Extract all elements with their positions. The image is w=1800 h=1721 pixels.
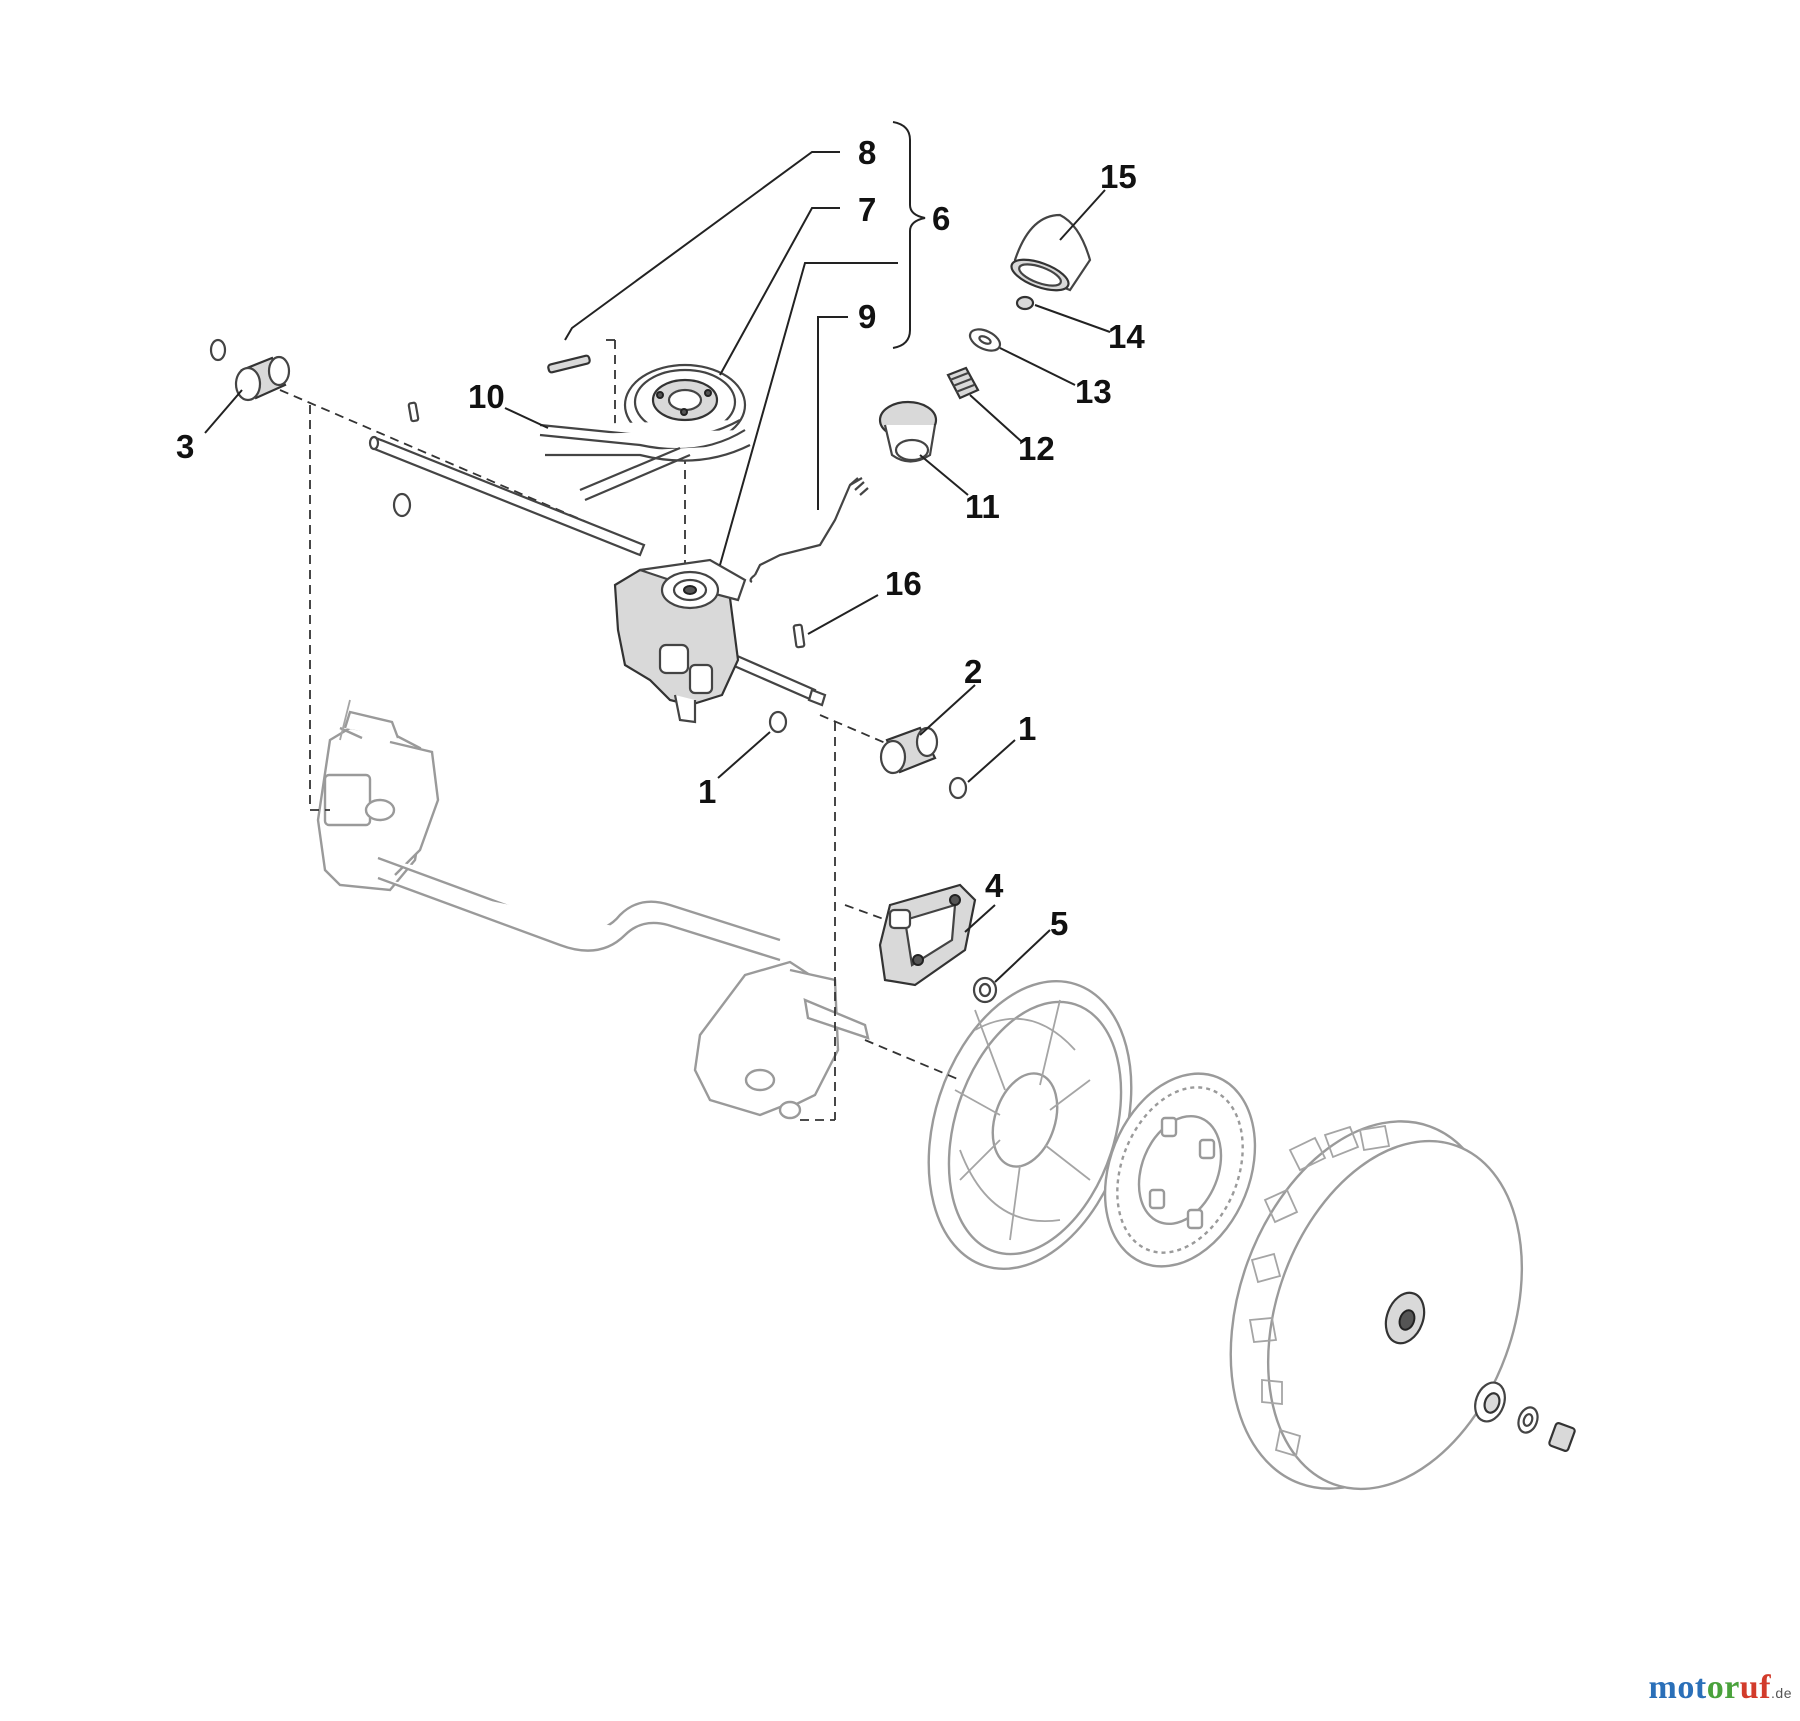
part-6-gearbox-assembly: [613, 558, 747, 724]
part-16-roll-pin: [792, 623, 806, 649]
callout-13: 13: [1075, 373, 1112, 410]
part-9-shift-rod: [749, 477, 869, 583]
callout-10: 10: [468, 378, 505, 415]
callout-14: 14: [1108, 318, 1145, 355]
rear-axle-frame: [316, 699, 870, 1120]
callout-9: 9: [858, 298, 876, 335]
part-12-spring: [946, 366, 980, 400]
rear-wheel: [1229, 1120, 1524, 1491]
callout-labels: 8 7 6 9 10 3 15 14 13 12 11 16 2 1 1 4 5: [176, 134, 1145, 942]
group-6-brace: [892, 121, 926, 349]
callout-1-right: 1: [1018, 710, 1036, 747]
callout-7: 7: [858, 191, 876, 228]
part-13-washer: [968, 328, 1002, 352]
callout-4: 4: [985, 867, 1004, 904]
part-2-drive-pinion-right: [879, 726, 939, 775]
part-5-washer: [972, 976, 998, 1004]
callout-2: 2: [964, 653, 982, 690]
callout-15: 15: [1100, 158, 1137, 195]
watermark-tld: .de: [1771, 1685, 1792, 1701]
wheel-inner-hub-cover: [927, 980, 1133, 1270]
motoruf-watermark-logo: motoruf.de: [1649, 1669, 1792, 1707]
callout-6: 6: [932, 200, 950, 237]
part-1-retaining-clip-right: [948, 776, 968, 800]
leader-lines: [204, 151, 1111, 983]
callout-8: 8: [858, 134, 876, 171]
part-10-v-belt: [539, 419, 751, 502]
part-15-cap: [1010, 213, 1092, 292]
part-8-key-pin: [547, 354, 591, 374]
watermark-part-2: or: [1706, 1669, 1740, 1706]
watermark-part-1: mot: [1648, 1669, 1707, 1706]
callout-16: 16: [885, 565, 922, 602]
part-3-drive-pinion-left: [209, 338, 291, 402]
callout-11: 11: [965, 488, 1000, 525]
part-14-nut: [1015, 295, 1035, 311]
part-11-bushing: [878, 400, 938, 463]
callout-5: 5: [1050, 905, 1068, 942]
wheel-bearing-washer-nut: [1474, 1381, 1576, 1452]
wheel-gear-ring: [1103, 1072, 1257, 1268]
part-1-retaining-clip-left: [768, 710, 788, 734]
callout-3: 3: [176, 428, 194, 465]
part-4-bearing-bracket: [878, 883, 977, 987]
callout-1-left: 1: [698, 773, 716, 810]
watermark-part-3: uf: [1739, 1669, 1772, 1706]
callout-12: 12: [1018, 430, 1055, 467]
drive-axle-shaft: [368, 401, 827, 707]
